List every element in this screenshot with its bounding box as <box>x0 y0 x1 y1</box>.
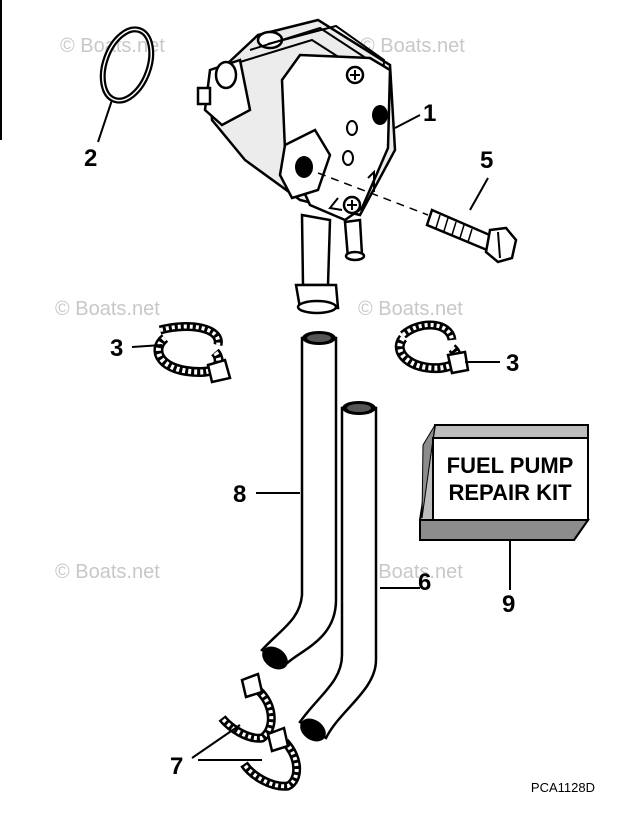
hose-clamp-right <box>394 320 470 375</box>
watermark: © Boats.net <box>358 561 463 583</box>
o-ring <box>99 26 155 104</box>
callout-5: 5 <box>480 147 493 174</box>
diagram-code: PCA1128D <box>531 780 595 795</box>
watermark: © Boats.net <box>55 561 160 583</box>
watermark: © Boats.net <box>55 298 160 320</box>
repair-kit-box: FUEL PUMP REPAIR KIT <box>418 424 590 542</box>
fuel-pump <box>196 18 397 315</box>
watermark: © Boats.net <box>358 298 463 320</box>
callout-2: 2 <box>84 145 97 172</box>
fuel-hose-long <box>260 331 338 670</box>
kit-label-line2: REPAIR KIT <box>448 480 572 505</box>
callout-7: 7 <box>170 753 183 780</box>
callout-8: 8 <box>233 481 246 508</box>
tie-strap-upper <box>218 672 276 743</box>
hose-clamp-left <box>153 322 232 384</box>
fuel-hose-short <box>298 401 378 742</box>
mounting-screw <box>304 167 518 264</box>
callout-1: 1 <box>423 100 436 127</box>
leader-lines <box>97 99 511 761</box>
tie-strap-lower <box>240 726 302 791</box>
callout-3-left: 3 <box>110 335 123 362</box>
kit-label-line1: FUEL PUMP <box>447 453 574 478</box>
callout-6: 6 <box>418 569 431 596</box>
callout-3-right: 3 <box>506 350 519 377</box>
watermark: © Boats.net <box>360 35 465 57</box>
callout-9: 9 <box>502 591 515 618</box>
